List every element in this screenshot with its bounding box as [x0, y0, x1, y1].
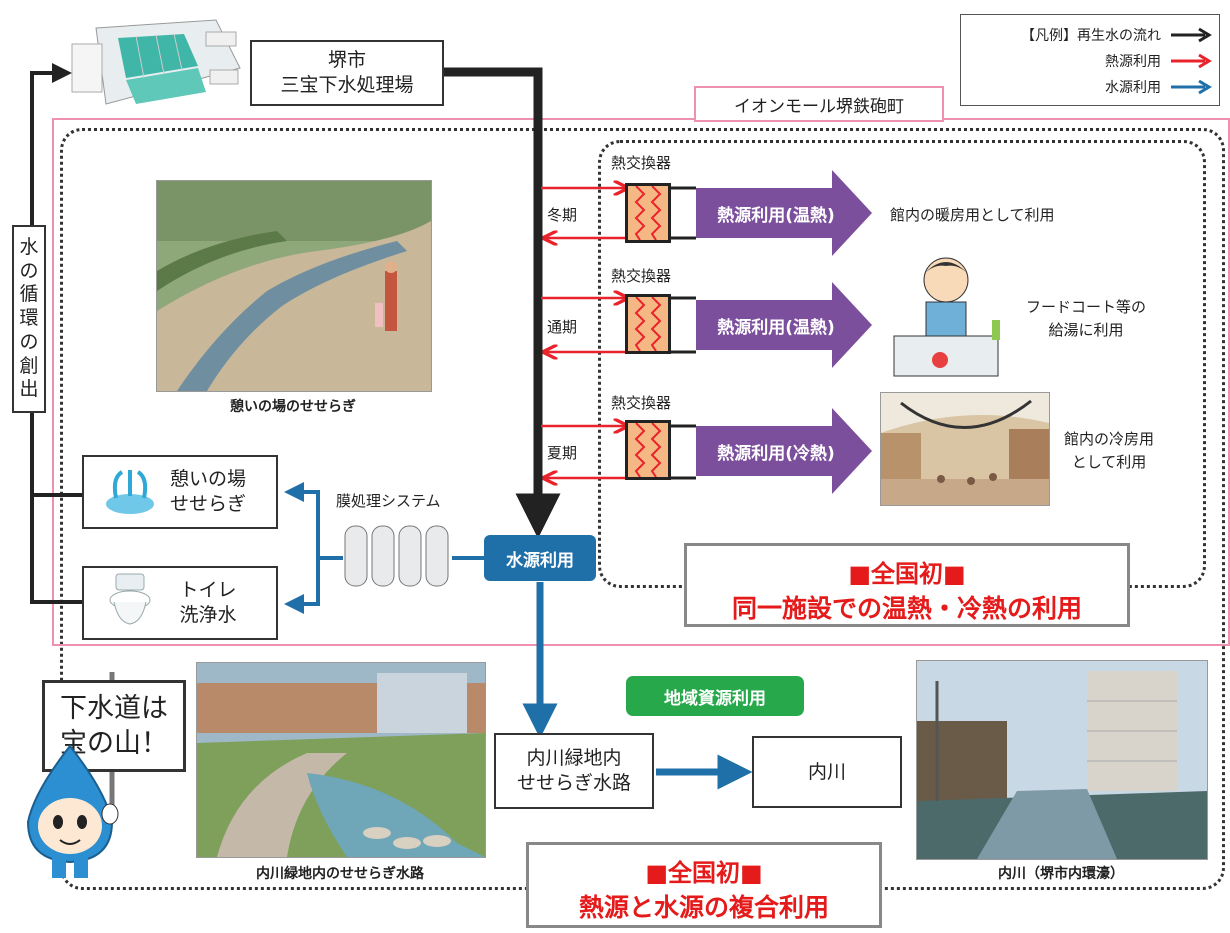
toilet-icon — [109, 573, 151, 625]
legend-black-arrow-icon — [1171, 27, 1212, 43]
season-summer: 夏期 — [547, 442, 578, 463]
sewage-plant-illustration — [71, 19, 241, 105]
fountain-icon — [106, 470, 154, 514]
first-in-nation-heat-box: ■全国初■ 同一施設での温熱・冷熱の利用 — [684, 543, 1130, 627]
first-in-nation-text-2: 熱源と水源の複合利用 — [578, 893, 829, 922]
heat-exchanger-icon — [625, 294, 671, 354]
legend-item-heat: 熱源利用 — [1105, 54, 1161, 70]
heat-exchanger-icon — [625, 183, 671, 243]
membrane-module-icon — [344, 525, 449, 587]
legend-red-arrow-icon — [1171, 53, 1212, 69]
stream-photo — [156, 180, 432, 392]
mall-interior-photo — [880, 392, 1050, 506]
legend-item-reclaimed-water: 【凡例】再生水の流れ — [1021, 28, 1161, 44]
river-photo-caption: 内川（堺市内環濠） — [998, 866, 1124, 882]
reclaimed-water-main-flow — [442, 67, 561, 539]
greenway-channel-box: 内川緑地内 せせらぎ水路 — [494, 733, 654, 809]
legend-blue-arrow-icon — [1171, 79, 1212, 95]
heat-exchanger-label-3: 熱交換器 — [611, 394, 672, 412]
first-in-nation-title-1: ■全国初■ — [848, 560, 966, 588]
heat-exchanger-label-1: 熱交換器 — [611, 154, 672, 172]
membrane-system-label: 膜処理システム — [336, 492, 441, 510]
heat-exchanger-icon — [625, 420, 671, 480]
heat-flows — [541, 188, 626, 478]
season-winter: 冬期 — [547, 204, 578, 225]
sewage-plant-box: 堺市 三宝下水処理場 — [250, 40, 444, 106]
water-cycle-label: 水 の 循 環 の 創 出 — [12, 225, 46, 413]
water-drop-mascot — [26, 744, 119, 878]
first-in-nation-title-2: ■全国初■ — [645, 859, 763, 887]
legend-item-water: 水源利用 — [1105, 80, 1161, 96]
uchikawa-river-box: 内川 — [752, 736, 902, 808]
hot-water-use-text: フードコート等の 給湯に利用 — [1026, 298, 1147, 339]
aeon-mall-boundary — [52, 118, 1230, 646]
season-all-year: 通期 — [547, 316, 578, 337]
first-in-nation-text-1: 同一施設での温熱・冷熱の利用 — [731, 594, 1082, 623]
aeon-mall-label: イオンモール堺鉄砲町 — [694, 86, 944, 122]
heat-use-arrow-winter: 熱源利用(温熱) — [696, 170, 872, 256]
regional-resource-badge: 地域資源利用 — [626, 676, 804, 716]
heat-use-arrow-summer: 熱源利用(冷熱) — [696, 408, 872, 494]
heating-use-text: 館内の暖房用として利用 — [890, 206, 1055, 224]
stream-photo-caption: 憩いの場のせせらぎ — [230, 399, 356, 415]
cooling-use-text: 館内の冷房用 として利用 — [1064, 430, 1155, 471]
heat-use-arrow-all-year: 熱源利用(温熱) — [696, 282, 872, 368]
greenway-channel-photo — [196, 662, 486, 858]
water-source-flows — [284, 482, 484, 614]
water-source-badge: 水源利用 — [484, 535, 596, 581]
legend: 【凡例】再生水の流れ 熱源利用 水源利用 — [960, 14, 1220, 106]
greenway-photo-caption: 内川緑地内のせせらぎ水路 — [256, 866, 424, 882]
first-in-nation-combined-box: ■全国初■ 熱源と水源の複合利用 — [526, 842, 882, 928]
heat-exchanger-label-2: 熱交換器 — [611, 267, 672, 285]
food-court-illustration — [893, 257, 1000, 377]
uchikawa-river-photo — [916, 660, 1208, 860]
